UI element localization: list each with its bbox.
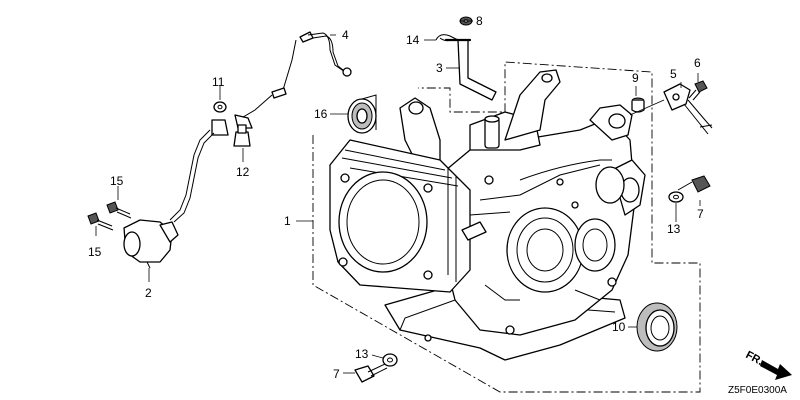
- clamp-bolt-drawing: [688, 80, 708, 101]
- cap-11-drawing: [213, 101, 227, 113]
- label-crankcase: 1: [284, 214, 291, 228]
- bolt-15-upper-drawing: [106, 201, 132, 219]
- label-flange-bolt-bottom: 7: [333, 367, 340, 381]
- label-bolt-15-lower: 15: [88, 245, 102, 259]
- leader-lines: [95, 20, 701, 374]
- diagram-code: Z5F0E0300A: [728, 385, 787, 396]
- arrow-icon: [760, 360, 792, 380]
- label-washer-right: 13: [667, 222, 681, 236]
- harness-clamp-drawing: [629, 83, 713, 135]
- label-bearing: 16: [314, 107, 328, 121]
- label-clip: 8: [476, 14, 483, 28]
- oil-alert-wire-drawing: [282, 31, 352, 91]
- label-oil-alert-wire: 4: [342, 28, 349, 42]
- grommet-12-drawing: [233, 124, 251, 147]
- breather-tube-drawing: [444, 38, 497, 101]
- washer-right-drawing: [668, 191, 684, 203]
- label-flange-bolt-right: 7: [697, 207, 704, 221]
- flange-bolt-bottom-drawing: [354, 363, 388, 383]
- clip-14-drawing: [435, 34, 459, 42]
- label-cap-11: 11: [212, 75, 225, 89]
- label-dowel-pin: 9: [632, 71, 639, 85]
- label-oil-alert-switch: 2: [145, 286, 152, 300]
- label-washer-bottom: 13: [355, 347, 369, 361]
- flange-bolt-right-drawing: [677, 175, 711, 193]
- label-grommet-12: 12: [236, 165, 250, 179]
- label-harness-clamp: 5: [670, 67, 677, 81]
- front-direction-arrow: FR.: [744, 349, 792, 380]
- label-bolt-15-upper: 15: [110, 174, 124, 188]
- bolt-15-lower-drawing: [87, 212, 114, 231]
- label-oil-seal: 10: [612, 320, 626, 334]
- crankcase-drawing: [329, 69, 646, 361]
- oil-seal-drawing: [636, 302, 678, 352]
- label-clip-14: 14: [406, 33, 420, 47]
- assembly-boundary: [312, 61, 701, 393]
- label-clamp-bolt: 6: [694, 56, 701, 70]
- label-breather-tube: 3: [436, 61, 443, 75]
- oil-alert-switch-drawing: [123, 87, 287, 269]
- bearing-drawing: [347, 94, 377, 134]
- washer-bottom-drawing: [382, 353, 398, 367]
- dowel-pin-drawing: [631, 97, 645, 113]
